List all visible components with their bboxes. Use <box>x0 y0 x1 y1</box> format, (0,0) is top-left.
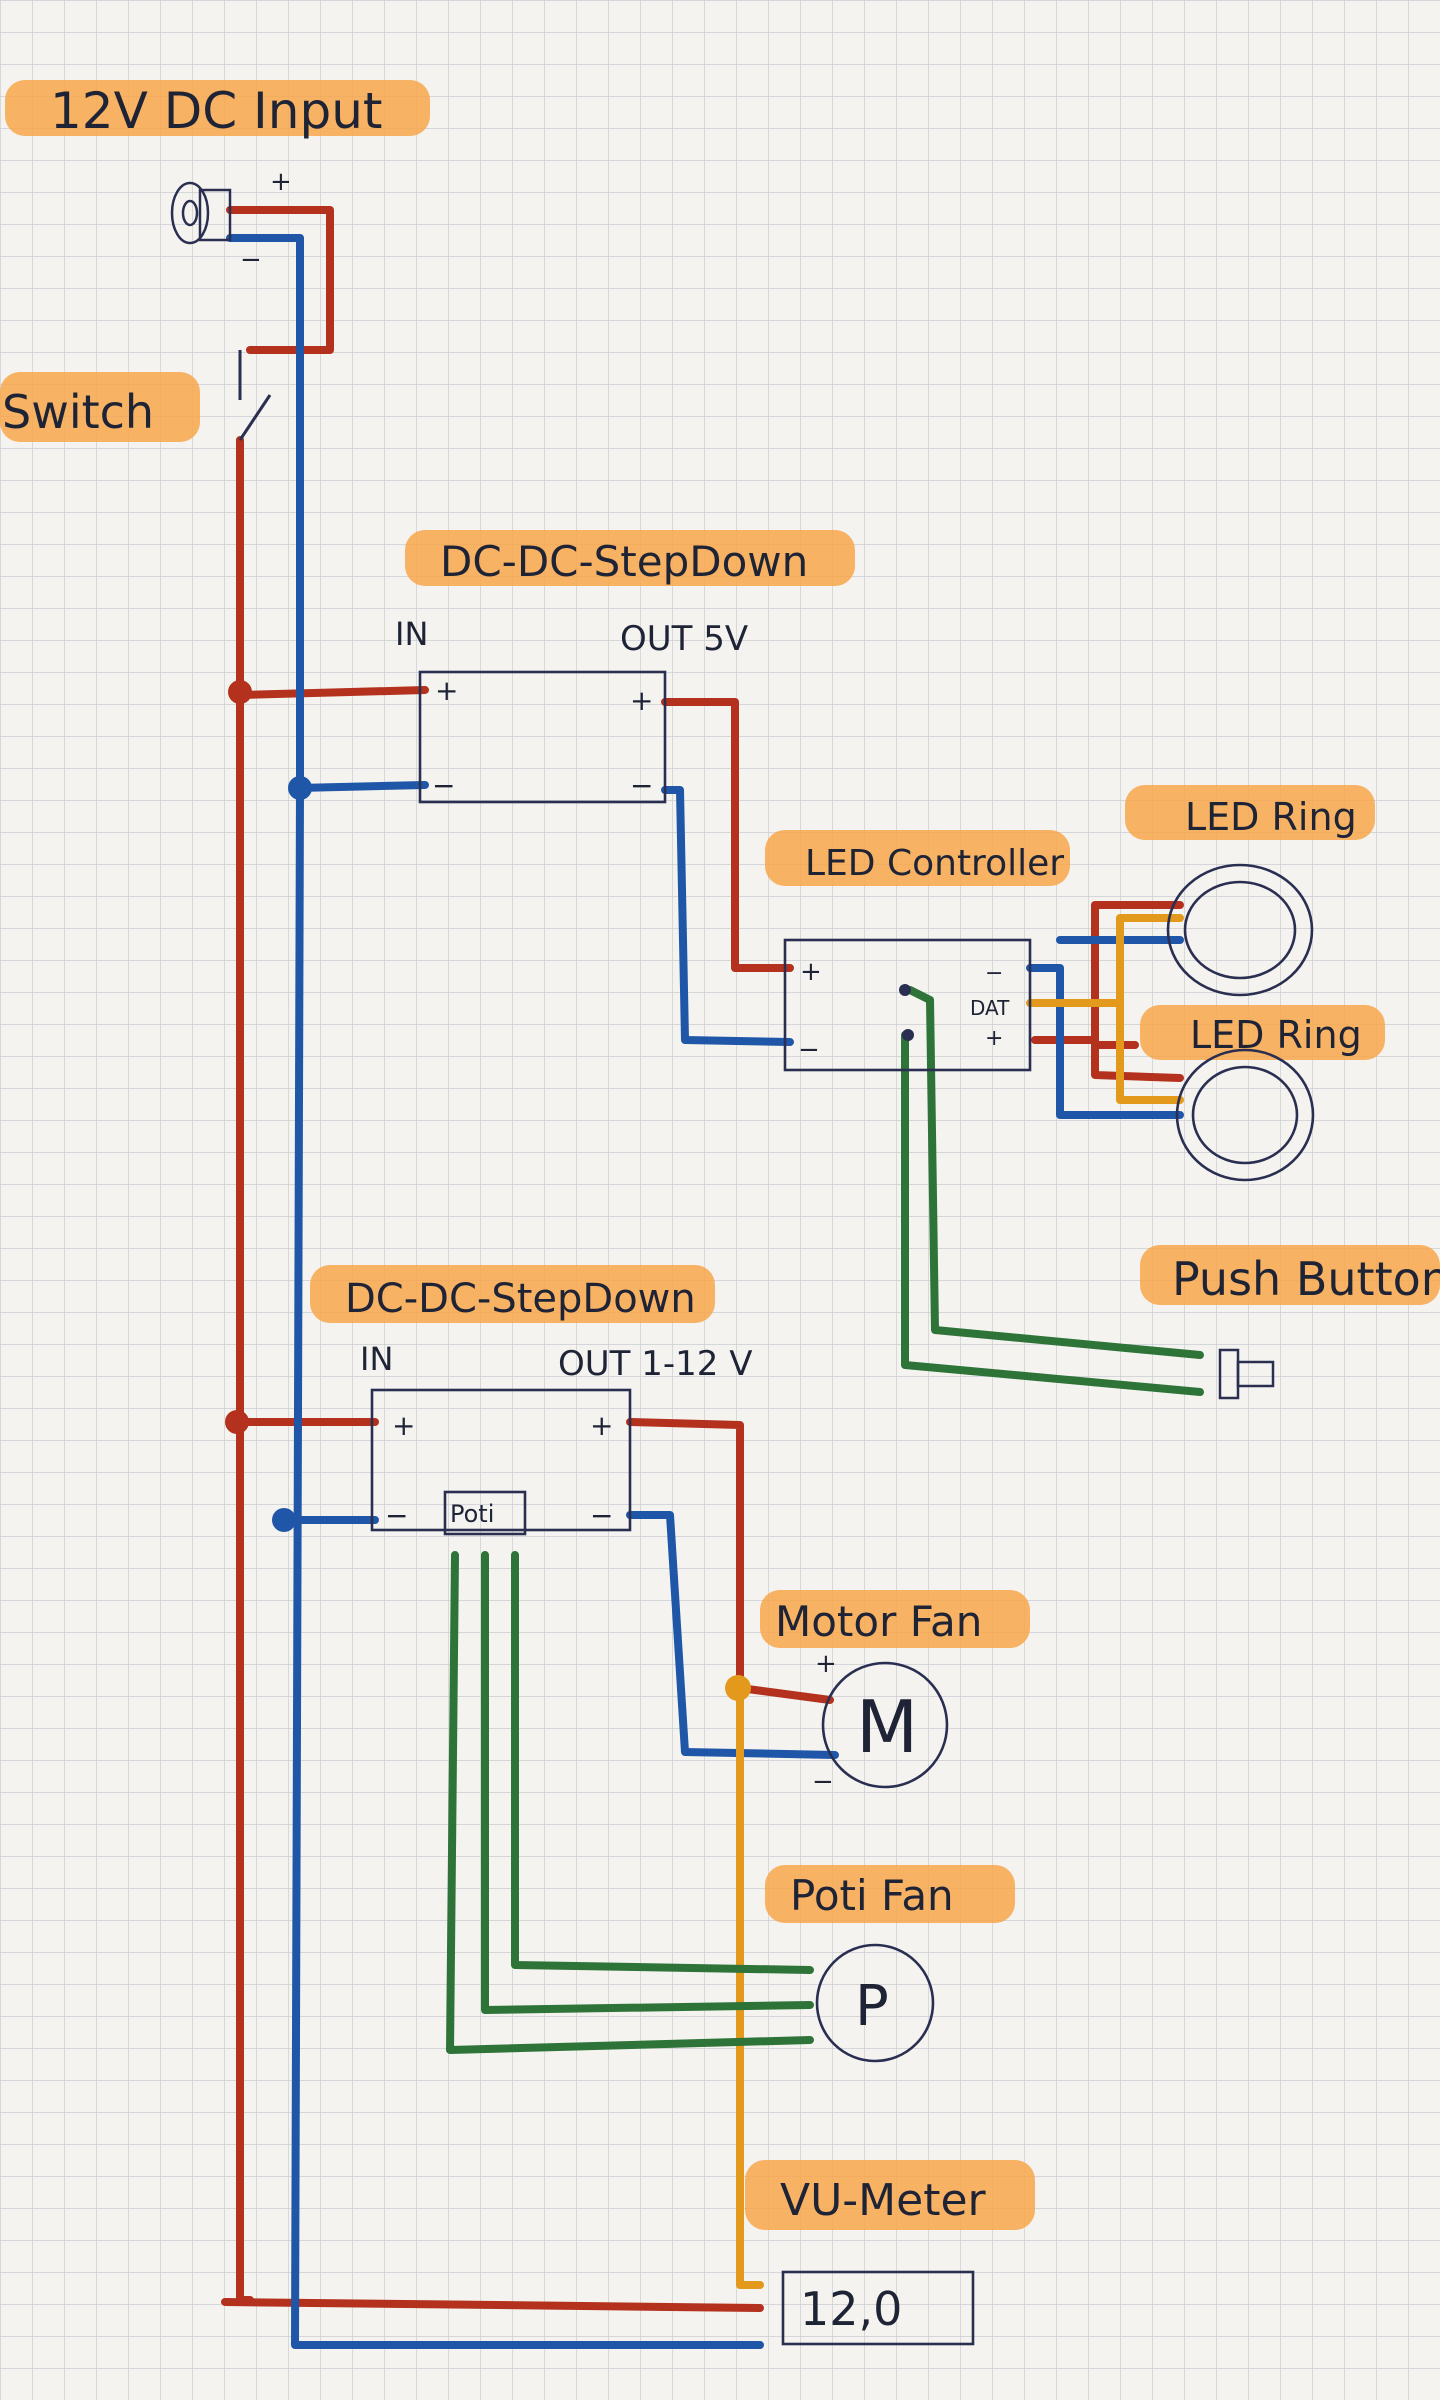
orange-wire-led-data <box>1026 914 1184 1104</box>
stepdown-2-minus-out: − <box>590 1499 613 1532</box>
green-wire-poti-1 <box>511 1551 814 1974</box>
led-controller-box <box>783 938 1032 1072</box>
stepdown-1-minus-out: − <box>630 769 653 802</box>
highlight-led-ring-2 <box>1140 1005 1385 1060</box>
motor-symbol: M <box>856 1685 918 1769</box>
highlight-poti-fan <box>765 1865 1015 1923</box>
stepdown-1-plus-out: + <box>630 684 653 717</box>
highlight-motor-fan <box>760 1590 1030 1648</box>
blue-wire-stepdown1 <box>294 781 429 792</box>
green-wires <box>446 986 1204 2054</box>
stepdown-1-label: DC-DC-StepDown <box>440 537 808 586</box>
green-wire-button-1 <box>906 986 1204 1359</box>
highlight-led-ring-1 <box>1125 785 1375 840</box>
led-controller-minus: − <box>798 1035 820 1065</box>
led-controller-plus: + <box>800 957 822 987</box>
dc-jack-minus: − <box>240 245 262 275</box>
highlight-switch <box>0 372 200 442</box>
junction-orange <box>725 1675 751 1701</box>
junction-blue-1 <box>288 776 312 800</box>
switch-label: Switch <box>2 385 154 439</box>
poti-fan-icon <box>815 1943 935 2063</box>
poti-label: Poti <box>450 1500 494 1528</box>
highlight-stepdown-2 <box>310 1265 715 1323</box>
poti-box <box>443 1490 527 1536</box>
motor-plus: + <box>815 1649 837 1679</box>
green-wire-poti-3 <box>446 1551 814 2054</box>
orange-wires <box>736 914 1184 2289</box>
stepdown-1-minus-in: − <box>432 769 455 802</box>
stepdown-2-minus-in: − <box>385 1499 408 1532</box>
stepdown-1-plus-in: + <box>435 674 458 707</box>
led-ring-2-icon <box>1175 1048 1315 1182</box>
highlight-push-button <box>1140 1245 1440 1305</box>
junctions <box>225 680 751 1701</box>
stepdown-2-out-label: OUT 1-12 V <box>558 1344 752 1384</box>
vu-display: 12,0 <box>800 2282 902 2336</box>
junction-blue-2 <box>272 1508 296 1532</box>
push-button-label: Push Button <box>1172 1252 1440 1306</box>
dc-jack-plus: + <box>270 167 292 197</box>
motor-minus: − <box>812 1767 834 1797</box>
motor-fan-label: Motor Fan <box>775 1597 982 1646</box>
led-controller-dat: DAT <box>970 996 1010 1020</box>
red-wire-motor <box>626 1418 834 1704</box>
highlight-vu-meter <box>745 2160 1035 2230</box>
stepdown-2-plus-out: + <box>590 1409 613 1442</box>
stepdown-1-box <box>418 670 667 804</box>
switch-symbol <box>238 350 272 441</box>
junction-red-2 <box>225 1410 249 1434</box>
led-controller-out-minus: − <box>985 961 1003 986</box>
led-ring-1-icon <box>1166 863 1314 997</box>
stepdown-2-box <box>370 1388 632 1532</box>
led-controller-button-pin-2 <box>902 1029 914 1041</box>
dc-jack <box>170 181 232 245</box>
red-wire-stepdown1-in <box>236 686 429 699</box>
highlight-led-controller <box>765 830 1070 886</box>
stepdown-2-in-label: IN <box>360 1340 393 1378</box>
red-wire-5v-out <box>661 698 794 972</box>
motor-fan-icon <box>821 1661 949 1789</box>
vu-meter-box <box>781 2270 975 2346</box>
led-controller-out-plus: + <box>985 1026 1003 1051</box>
dc-jack-icon <box>170 181 210 245</box>
orange-wire-vu <box>736 1686 764 2289</box>
dc-input-label: 12V DC Input <box>50 82 383 140</box>
stepdown-2-label: DC-DC-StepDown <box>345 1276 696 1322</box>
stepdown-1-out-label: OUT 5V <box>620 619 748 659</box>
push-button-icon <box>1218 1348 1275 1400</box>
blue-wire-motor <box>626 1511 839 1759</box>
stepdown-1-in-label: IN <box>395 615 428 653</box>
poti-fan-label: Poti Fan <box>790 1871 954 1920</box>
red-wire-vu <box>221 2298 764 2312</box>
green-wire-button-2 <box>901 1031 1204 1396</box>
red-wire-led <box>1031 901 1184 1082</box>
red-wire-input <box>226 206 334 354</box>
led-ring-1-label: LED Ring <box>1185 795 1357 839</box>
led-controller-button-pin-1 <box>899 984 911 996</box>
led-ring-2-label: LED Ring <box>1190 1013 1362 1057</box>
highlight-stepdown-1 <box>405 530 855 586</box>
junction-red-1 <box>228 680 252 704</box>
blue-wire-5v-out <box>661 786 794 1046</box>
stepdown-2-plus-in: + <box>392 1409 415 1442</box>
green-wire-poti-2 <box>481 1551 814 2014</box>
red-wires <box>221 206 1184 2312</box>
vu-meter-label: VU-Meter <box>780 2175 987 2226</box>
poti-symbol: P <box>855 1974 889 2039</box>
highlight-dc-input <box>5 80 430 136</box>
led-controller-label: LED Controller <box>805 843 1064 884</box>
